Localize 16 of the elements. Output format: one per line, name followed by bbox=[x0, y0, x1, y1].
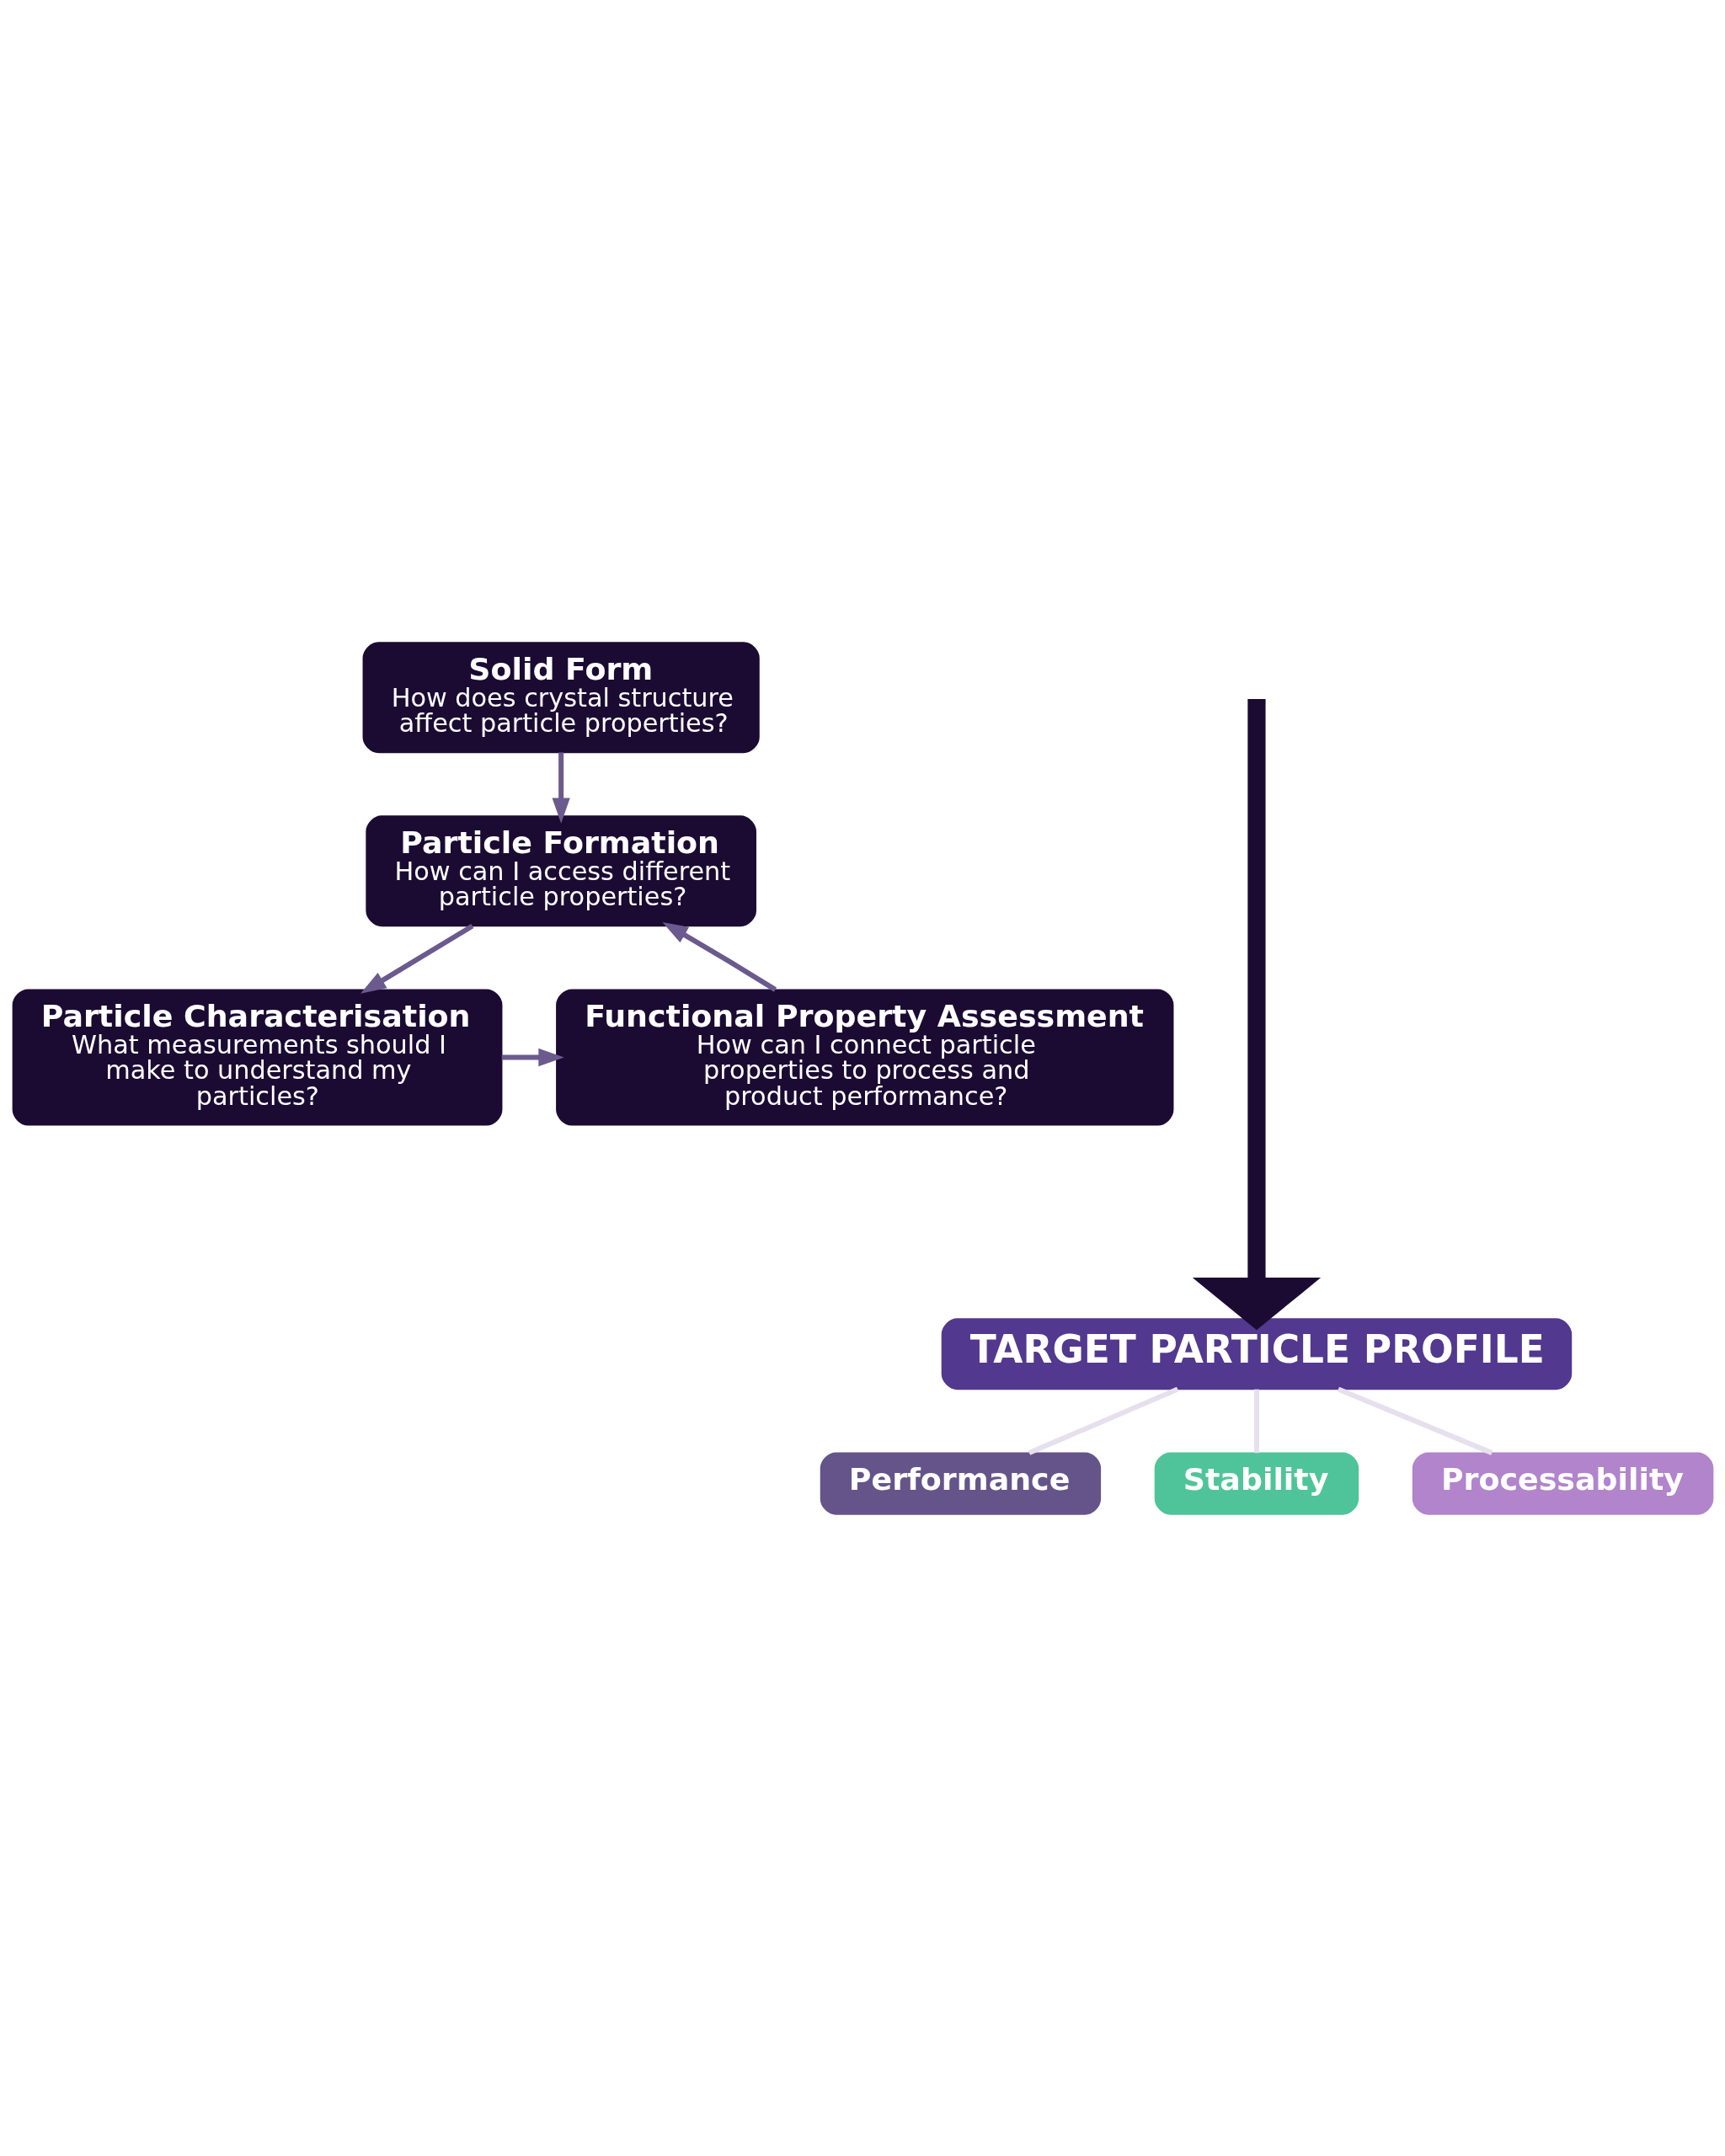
node-box: Functional Property Assessment How can I connect particle properties to process and product performance? bbox=[555, 988, 1173, 1126]
node-box: TARGET PARTICLE PROFILE bbox=[941, 1317, 1572, 1390]
node-box: Solid Form How does crystal structure affect particle properties? bbox=[362, 641, 760, 753]
arrow bbox=[501, 1048, 564, 1066]
node-box: Performance bbox=[820, 1451, 1101, 1515]
arrow bbox=[661, 921, 777, 992]
connector bbox=[1028, 1386, 1178, 1455]
node-box: Processability bbox=[1412, 1451, 1713, 1515]
arrow bbox=[552, 751, 570, 824]
arrow bbox=[1192, 698, 1321, 1330]
node-box: Particle Formation How can I access different particle properties? bbox=[365, 814, 756, 926]
arrow bbox=[360, 923, 473, 994]
connector bbox=[1253, 1389, 1259, 1453]
node-box: Particle Characterisation What measurements should I make to understand my particles? bbox=[12, 988, 502, 1126]
node-box: Stability bbox=[1154, 1451, 1359, 1515]
connector bbox=[1337, 1386, 1493, 1455]
